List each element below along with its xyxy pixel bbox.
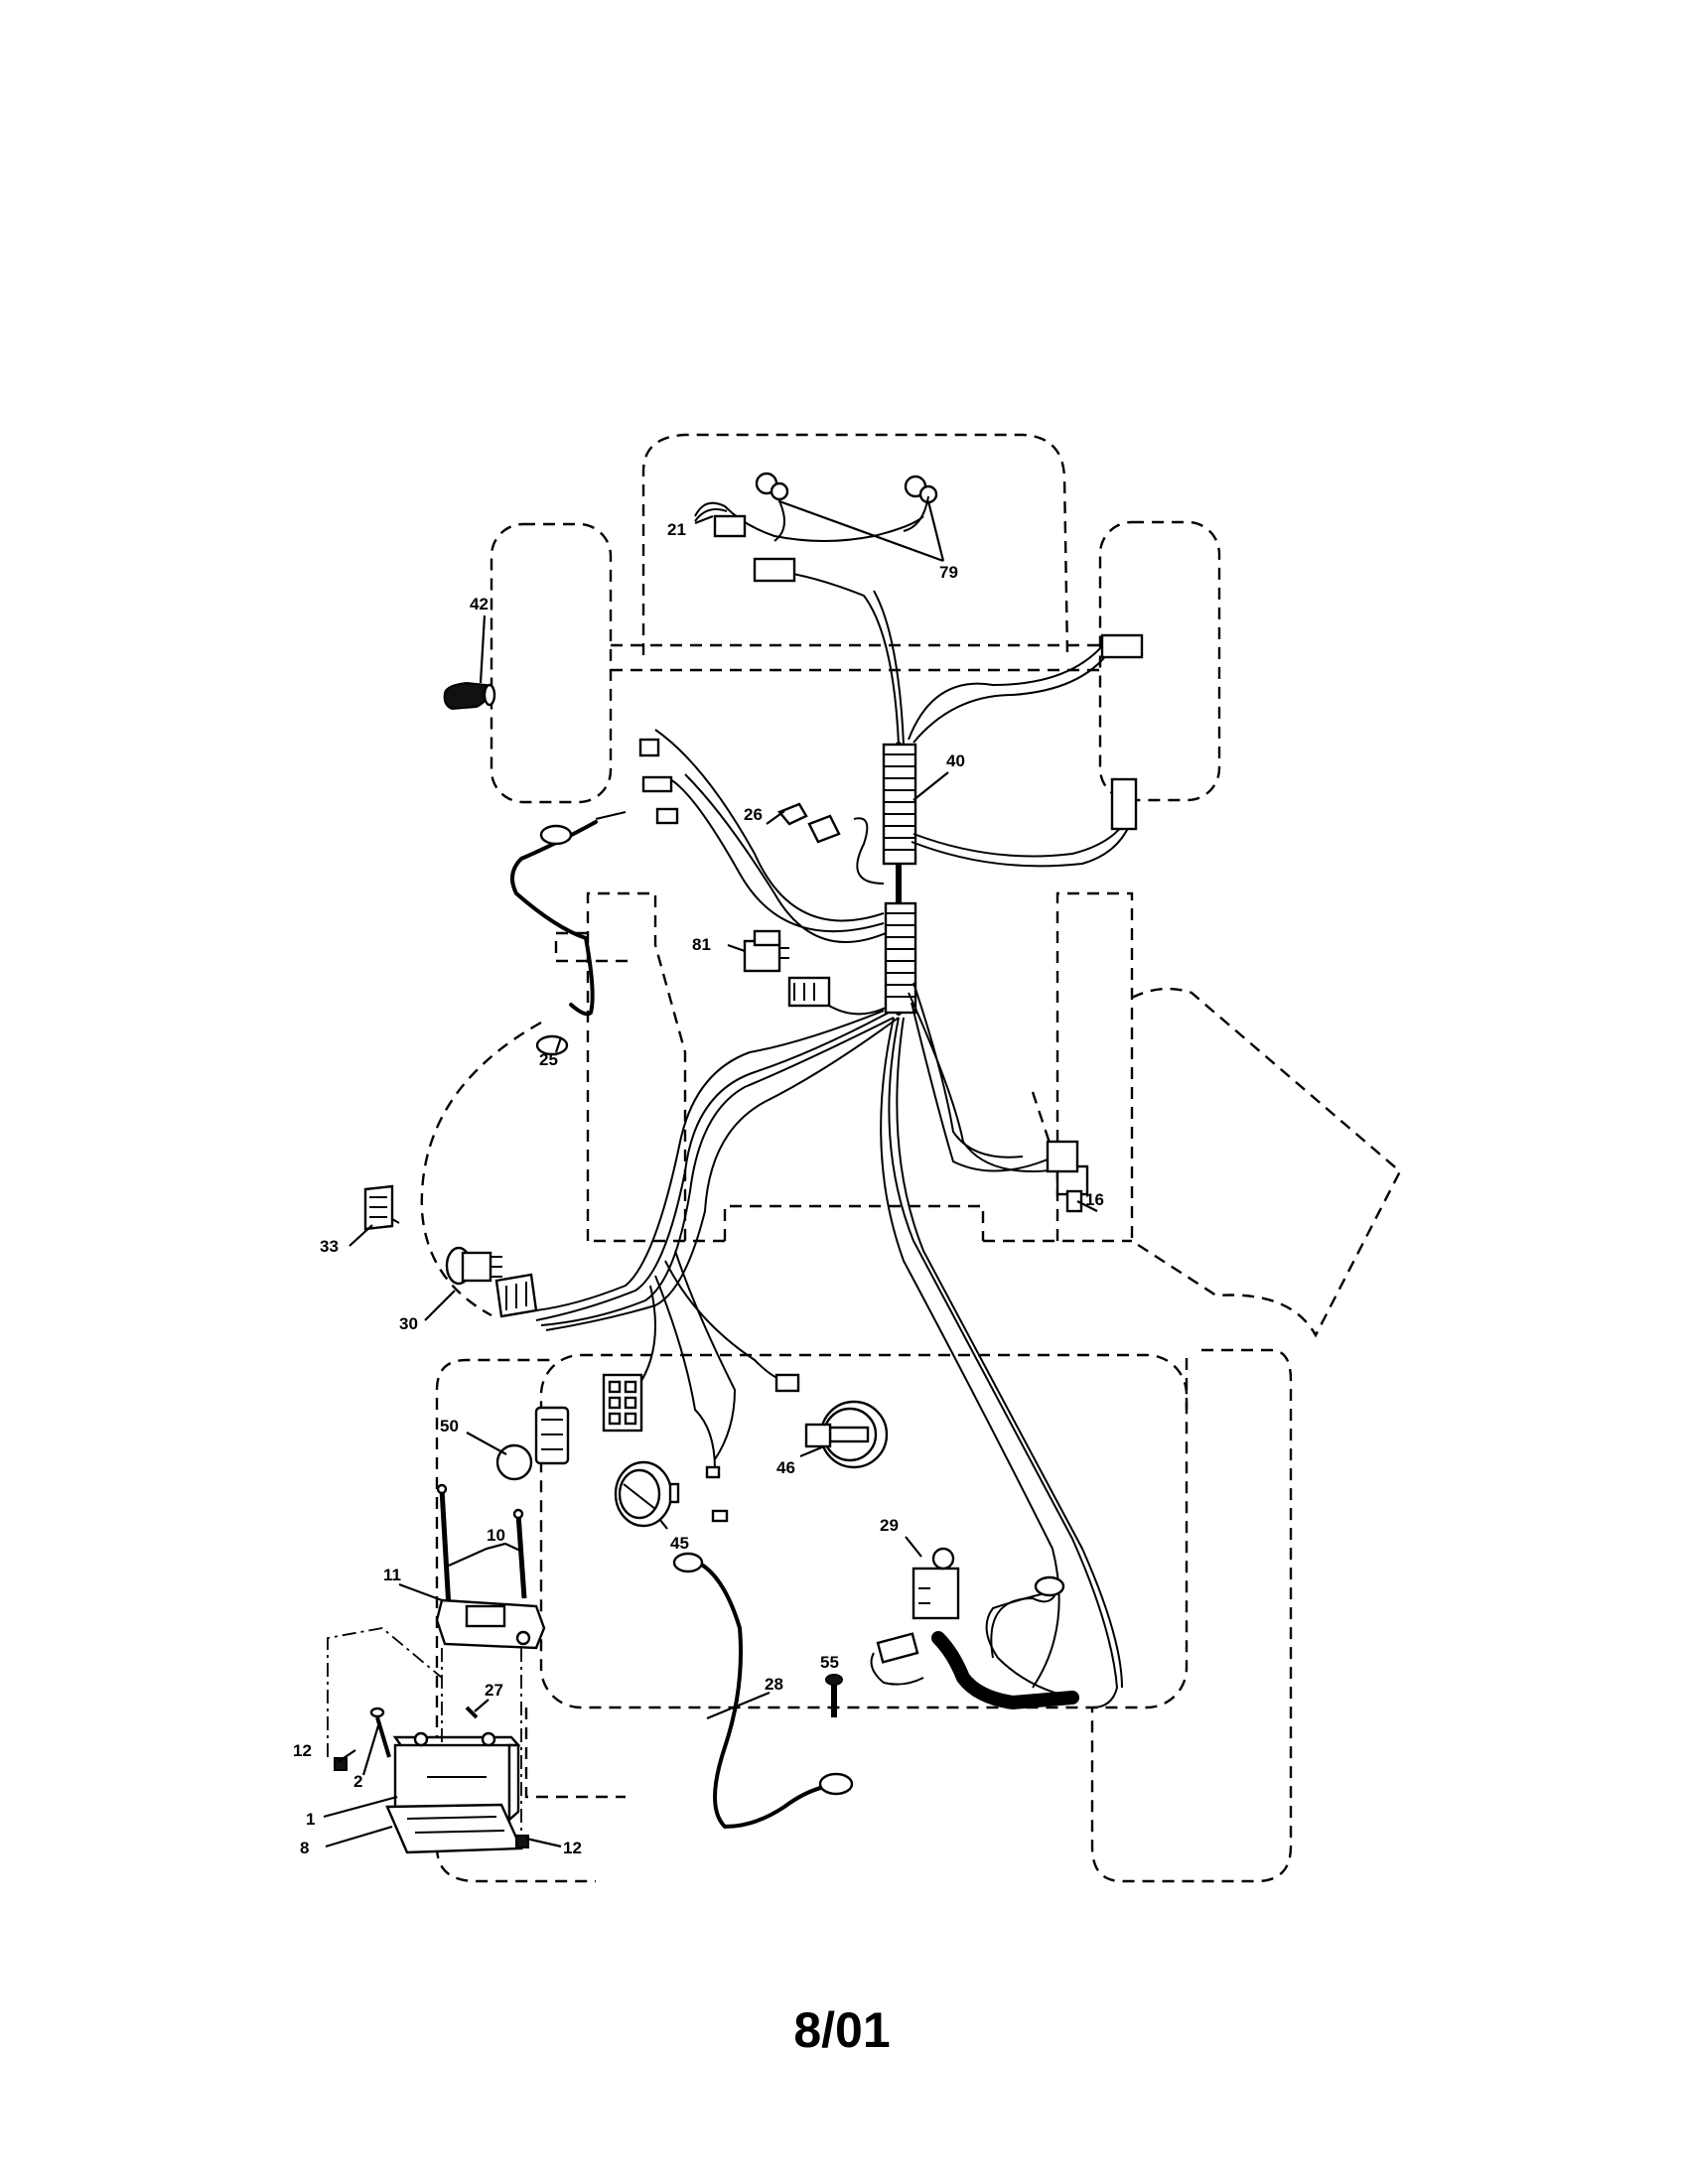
terminal-bolt-27 <box>465 1706 479 1719</box>
terminal-bolt-2-head <box>369 1706 385 1718</box>
harness-branch-16 <box>908 982 1063 1173</box>
harness-branch-hourmeter <box>674 1250 737 1460</box>
left-front-wheel <box>490 522 613 804</box>
coiled-cable <box>931 1631 1079 1710</box>
seat-outline <box>586 1204 1132 1243</box>
headlight-connector <box>694 490 924 542</box>
left-fender-outline <box>420 1021 542 1317</box>
battery-cable <box>672 1552 854 1830</box>
callout-29: 29 <box>880 1516 899 1535</box>
seat-connector-b <box>711 1509 729 1523</box>
callout-45: 45 <box>670 1534 689 1553</box>
callout-21: 21 <box>667 520 686 539</box>
hood-crossbar <box>611 643 1102 672</box>
tractor-outline <box>420 433 1402 1883</box>
right-front-connector-upper <box>1100 633 1144 659</box>
headlight-bulbs <box>755 472 938 532</box>
harness-branch-ignition <box>535 1010 900 1331</box>
page-date: 8/01 <box>793 2002 891 2058</box>
hold-down-rods <box>436 1483 527 1609</box>
right-rear-wheel <box>1090 1348 1293 1883</box>
ground-wire <box>510 811 627 1056</box>
callout-8: 8 <box>300 1839 309 1857</box>
wire-clip <box>443 681 496 711</box>
harness-branch-right-front <box>908 639 1111 744</box>
seat-connector-a <box>705 1465 721 1479</box>
callout-1: 1 <box>306 1810 315 1829</box>
harness-branch-81 <box>823 1002 887 1016</box>
callout-16: 16 <box>1085 1190 1104 1209</box>
harness-branch-right-side <box>911 818 1131 868</box>
ground-strap-29 <box>985 1589 1073 1699</box>
seat-switch-plug <box>870 1632 924 1686</box>
harness-branch-rear <box>880 1017 1123 1708</box>
right-front-wheel <box>1098 520 1221 802</box>
harness-branch-26 <box>853 817 885 885</box>
six-way-plug <box>602 1373 643 1433</box>
left-connector-middle <box>641 775 673 793</box>
seat-switch <box>912 1547 960 1620</box>
harness-convoluted-tube <box>882 743 917 1015</box>
harness-branch-switch-29 <box>990 1587 1058 1659</box>
interlock-switch <box>1046 1140 1089 1213</box>
connector-pair <box>777 802 841 844</box>
light-switch <box>495 1406 570 1481</box>
callout-labels: 21 79 42 40 26 81 25 16 33 30 50 46 45 1… <box>293 520 1104 1857</box>
rear-deck-outline <box>539 1353 1189 1709</box>
callout-40: 40 <box>946 751 965 770</box>
frame-outline <box>554 891 1134 1241</box>
main-wiring-harness <box>535 570 1131 1708</box>
harness-branch-headlights <box>773 570 905 746</box>
callout-27: 27 <box>485 1681 503 1700</box>
callout-81: 81 <box>692 935 711 954</box>
left-rear-wheel <box>435 1358 596 1883</box>
callout-12-left: 12 <box>293 1741 312 1760</box>
hood-outline <box>641 433 1069 656</box>
ground-bolt <box>825 1674 843 1717</box>
hour-meter <box>804 1400 889 1469</box>
battery-assembly-guides <box>327 1627 522 1837</box>
callout-30: 30 <box>399 1314 418 1333</box>
left-connector-lower <box>655 807 679 825</box>
relay-socket <box>787 976 831 1008</box>
callout-79: 79 <box>939 563 958 582</box>
callout-33: 33 <box>320 1237 339 1256</box>
callout-46: 46 <box>776 1458 795 1477</box>
left-connector-upper <box>638 738 660 757</box>
relay <box>743 929 789 973</box>
voltage-regulator <box>363 1184 400 1231</box>
callout-42: 42 <box>470 595 489 614</box>
callout-10: 10 <box>487 1526 505 1545</box>
axle-outline <box>524 1707 626 1799</box>
callout-12-right: 12 <box>563 1839 582 1857</box>
leader-lines <box>323 499 1098 1848</box>
ammeter-gauge <box>614 1460 680 1528</box>
ground-eyelet-29 <box>1034 1575 1065 1597</box>
callout-50: 50 <box>440 1417 459 1435</box>
callout-2: 2 <box>353 1772 362 1791</box>
right-front-connector-lower <box>1110 777 1138 831</box>
callout-28: 28 <box>765 1675 783 1694</box>
callout-26: 26 <box>744 805 763 824</box>
callout-11: 11 <box>383 1566 401 1584</box>
harness-branch-left-lights <box>654 729 887 943</box>
harness-branch-seat <box>634 1260 785 1470</box>
callout-25: 25 <box>539 1050 558 1069</box>
hourmeter-plug <box>774 1373 800 1393</box>
hold-down-bracket <box>435 1598 546 1650</box>
front-harness-connector <box>753 557 796 583</box>
battery-tray <box>385 1803 523 1854</box>
ignition-switch <box>445 1246 502 1286</box>
callout-55: 55 <box>820 1653 839 1672</box>
right-fender-outline <box>1131 987 1402 1338</box>
nut-12-right <box>515 1835 529 1848</box>
ignition-connector <box>494 1273 538 1318</box>
